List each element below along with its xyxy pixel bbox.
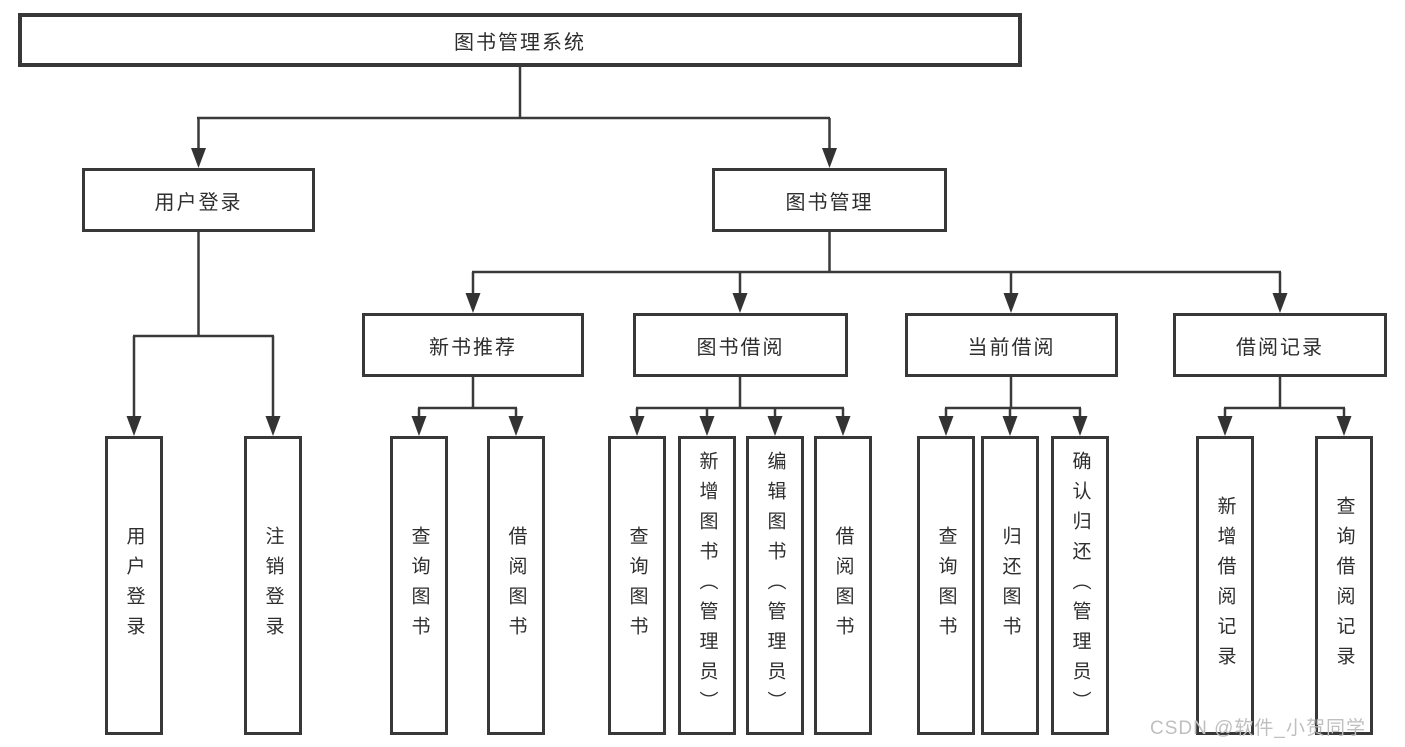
connector-userlogin-to-leaves	[132, 229, 275, 419]
node-root-label: 图书管理系统	[454, 31, 586, 54]
leaf-borrow-borrow-books-label: 借阅图书	[832, 525, 854, 646]
leaf-current-confirm-return-admin-label: 确认归还（管理员）	[1069, 450, 1091, 721]
leaf-newbook-query-books: 查询图书	[390, 436, 448, 735]
node-new-book-recommend: 新书推荐	[362, 313, 584, 377]
node-book-management-label: 图书管理	[785, 191, 874, 214]
connector-newbook-to-leaves	[417, 374, 518, 420]
leaf-borrow-borrow-books: 借阅图书	[814, 436, 872, 735]
leaf-logout-login-label: 注销登录	[262, 525, 284, 646]
leaf-borrow-query-books: 查询图书	[608, 436, 666, 735]
node-current-borrow: 当前借阅	[905, 313, 1118, 377]
leaf-newbook-query-books-label: 查询图书	[408, 525, 430, 646]
leaf-records-query-record-label: 查询借阅记录	[1333, 495, 1355, 676]
leaf-borrow-edit-books-admin: 编辑图书（管理员）	[746, 436, 804, 735]
leaf-current-return-books: 归还图书	[981, 436, 1039, 735]
csdn-watermark: CSDN @软件_小贺同学	[1150, 718, 1366, 739]
leaf-borrow-add-books-admin: 新增图书（管理员）	[678, 436, 736, 735]
leaf-records-query-record: 查询借阅记录	[1315, 436, 1373, 735]
leaf-newbook-borrow-books-label: 借阅图书	[505, 525, 527, 646]
node-user-login-label: 用户登录	[154, 191, 243, 214]
connector-currentborrow-to-leaves	[944, 374, 1082, 420]
leaf-current-return-books-label: 归还图书	[999, 525, 1021, 646]
leaf-logout-login: 注销登录	[244, 436, 302, 735]
node-current-borrow-label: 当前借阅	[967, 336, 1056, 359]
leaf-current-confirm-return-admin: 确认归还（管理员）	[1051, 436, 1109, 735]
leaf-borrow-edit-books-admin-label: 编辑图书（管理员）	[764, 450, 786, 721]
node-borrow-records: 借阅记录	[1173, 313, 1387, 377]
connector-bookmgmt-to-level3	[471, 229, 1282, 297]
node-user-login: 用户登录	[82, 168, 315, 232]
connector-root-to-level2	[197, 64, 831, 150]
node-book-management: 图书管理	[712, 168, 947, 232]
node-book-borrow: 图书借阅	[633, 313, 848, 377]
leaf-records-add-record-label: 新增借阅记录	[1214, 495, 1236, 676]
node-book-borrow-label: 图书借阅	[696, 336, 785, 359]
leaf-current-query-books: 查询图书	[917, 436, 975, 735]
connector-borrowrecord-to-leaves	[1223, 374, 1346, 420]
connector-bookborrow-to-leaves	[635, 374, 845, 420]
node-borrow-records-label: 借阅记录	[1236, 336, 1324, 359]
leaf-borrow-add-books-admin-label: 新增图书（管理员）	[696, 450, 718, 721]
leaf-current-query-books-label: 查询图书	[935, 525, 957, 646]
leaf-records-add-record: 新增借阅记录	[1196, 436, 1254, 735]
leaf-borrow-query-books-label: 查询图书	[626, 525, 648, 646]
arrowheads	[126, 148, 1352, 436]
leaf-user-login-label: 用户登录	[123, 525, 145, 646]
leaf-newbook-borrow-books: 借阅图书	[487, 436, 545, 735]
node-root: 图书管理系统	[18, 13, 1022, 67]
leaf-user-login: 用户登录	[105, 436, 163, 735]
node-new-book-recommend-label: 新书推荐	[429, 336, 517, 359]
